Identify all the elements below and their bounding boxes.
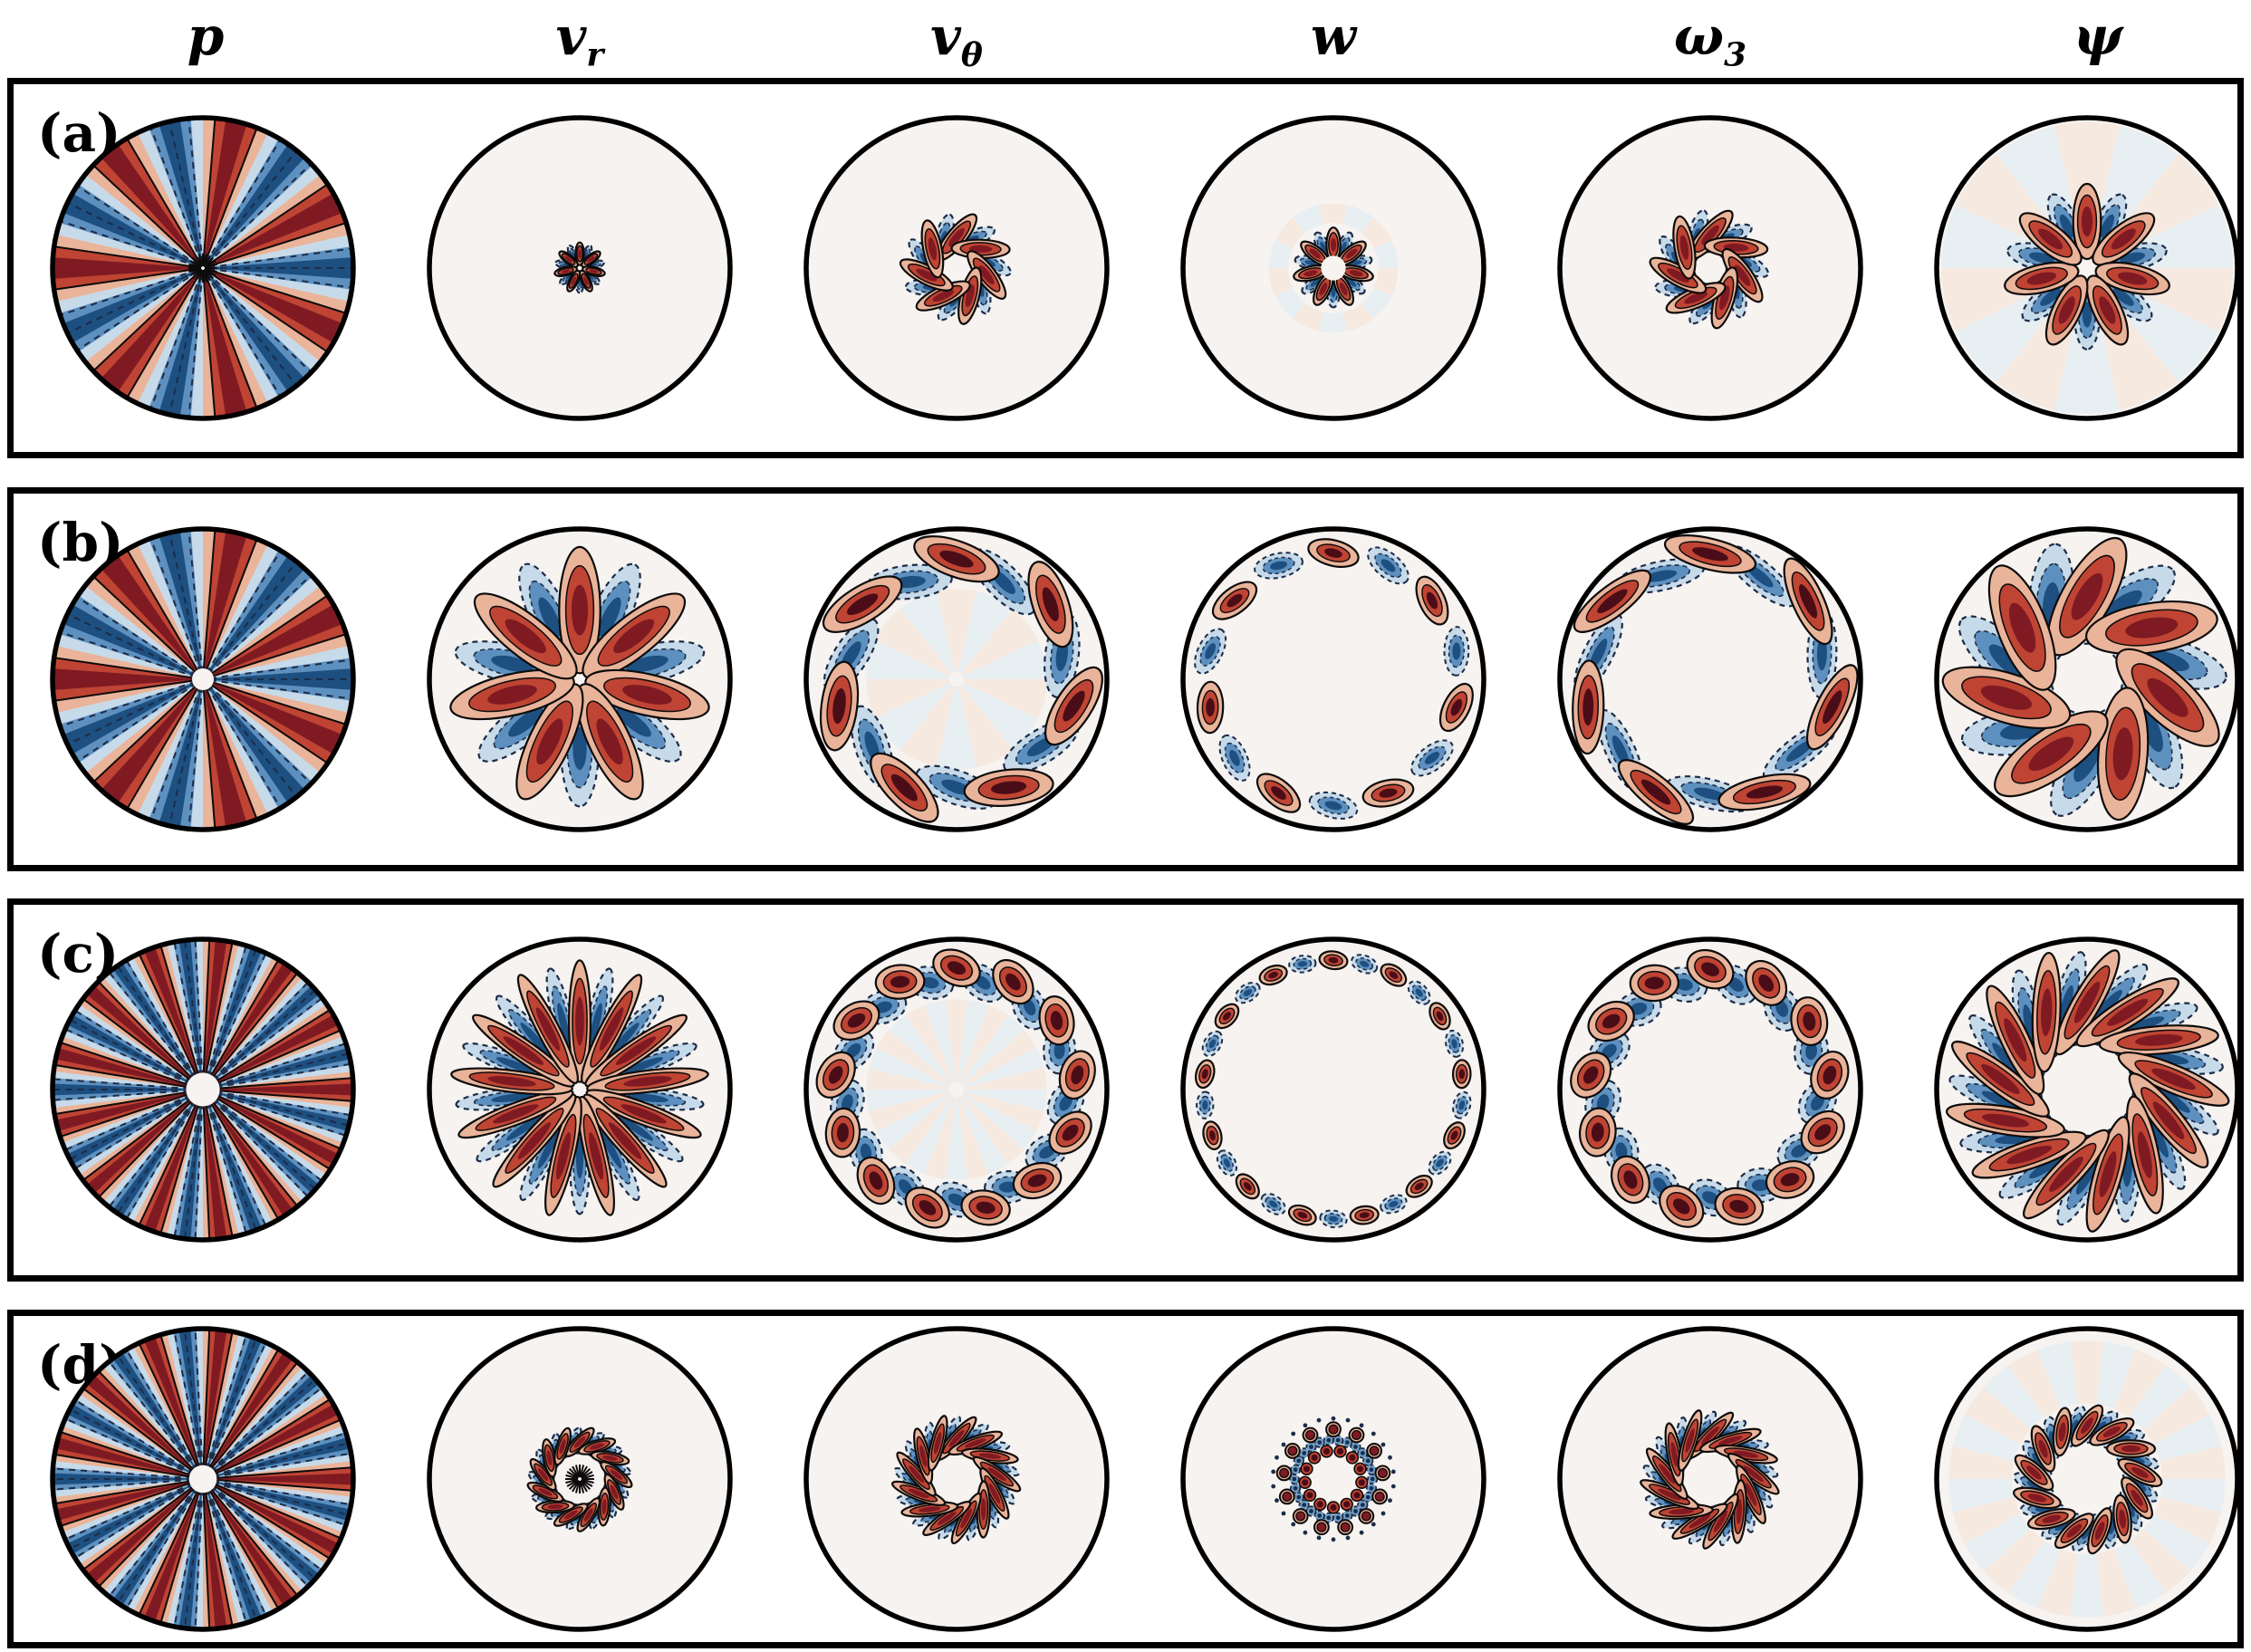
mode-plot-c-vr bbox=[427, 936, 733, 1243]
mode-plot-d-psi bbox=[1934, 1326, 2240, 1632]
mode-plot-a-vr bbox=[427, 115, 733, 421]
mode-plot-a-w bbox=[1180, 115, 1486, 421]
column-header-vtheta: vθ bbox=[930, 5, 983, 74]
mode-plot-b-omega3 bbox=[1557, 526, 1863, 832]
panel-row-b: (b) bbox=[7, 487, 2244, 871]
mode-plot-b-psi bbox=[1934, 526, 2240, 832]
mode-plot-b-vr bbox=[427, 526, 733, 832]
panel-row-c: (c) bbox=[7, 898, 2244, 1282]
mode-plot-a-vtheta bbox=[803, 115, 1110, 421]
panel-row-d: (d) bbox=[7, 1310, 2244, 1648]
mode-plot-b-vtheta bbox=[803, 526, 1110, 832]
mode-plot-a-omega3 bbox=[1557, 115, 1863, 421]
mode-plot-c-omega3 bbox=[1557, 936, 1863, 1243]
mode-plot-d-vr bbox=[427, 1326, 733, 1632]
mode-plot-c-w bbox=[1180, 936, 1486, 1243]
panel-row-a: (a) bbox=[7, 78, 2244, 458]
mode-plot-b-p bbox=[50, 526, 356, 832]
mode-plot-d-omega3 bbox=[1557, 1326, 1863, 1632]
mode-plot-c-p bbox=[50, 936, 356, 1243]
mode-plot-a-p bbox=[50, 115, 356, 421]
column-header-w: w bbox=[1311, 5, 1356, 67]
column-header-psi: ψ bbox=[2073, 5, 2123, 67]
mode-plot-d-vtheta bbox=[803, 1326, 1110, 1632]
mode-plot-c-vtheta bbox=[803, 936, 1110, 1243]
column-header-omega3: ω3 bbox=[1673, 5, 1747, 74]
column-header-vr: vr bbox=[555, 5, 604, 74]
mode-plot-d-w bbox=[1180, 1326, 1486, 1632]
column-header-row: p vr vθ w ω3 ψ bbox=[0, 0, 2251, 76]
mode-plot-b-w bbox=[1180, 526, 1486, 832]
column-header-p: p bbox=[187, 5, 225, 67]
mode-plot-d-p bbox=[50, 1326, 356, 1632]
mode-plot-c-psi bbox=[1934, 936, 2240, 1243]
mode-plot-a-psi bbox=[1934, 115, 2240, 421]
